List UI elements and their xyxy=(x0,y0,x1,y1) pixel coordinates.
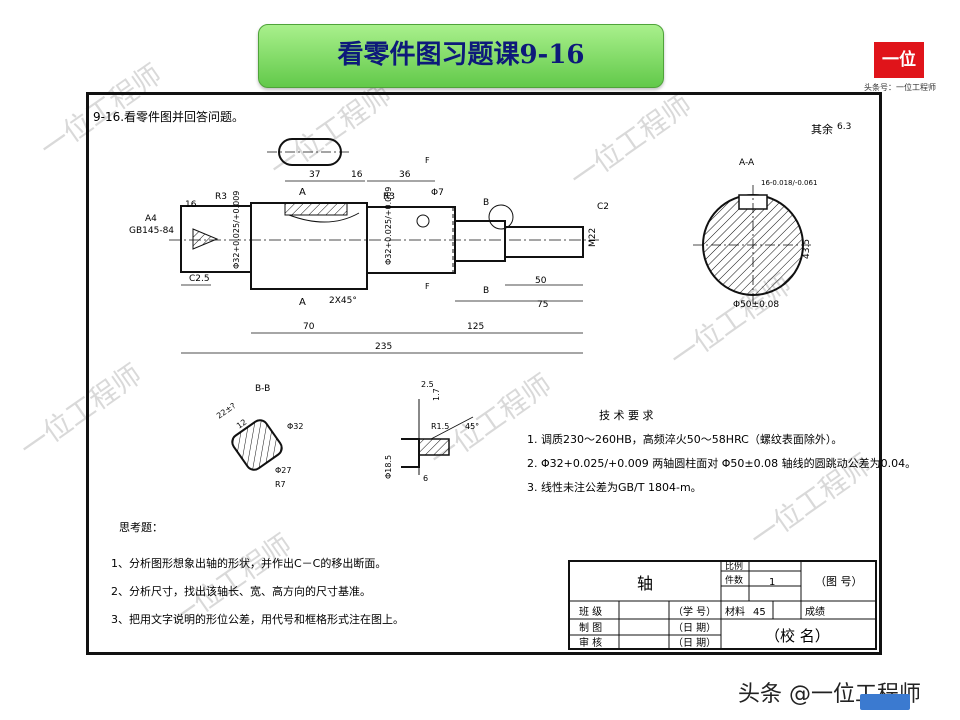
dim-label: 16 xyxy=(351,170,363,180)
shaft-main-view xyxy=(169,202,599,290)
dim-label: R3 xyxy=(215,192,227,202)
nav-button[interactable] xyxy=(860,694,910,710)
question-item: 2、分析尺寸，找出该轴长、宽、高方向的尺寸基准。 xyxy=(111,584,371,598)
section-mark: F xyxy=(425,156,430,165)
roughness-rest-label: 其余 xyxy=(811,122,833,136)
dim-label: R1.5 xyxy=(431,422,449,431)
roughness-rest-value: 6.3 xyxy=(837,122,851,132)
check-label: 审 核 xyxy=(579,636,602,649)
section-mark: B xyxy=(483,198,489,208)
section-bb-label: B-B xyxy=(255,384,270,394)
dim-label: 2.5 xyxy=(421,380,434,389)
section-mark: A xyxy=(299,187,306,198)
dim-label: 37 xyxy=(309,170,320,180)
section-mark: A xyxy=(299,297,306,308)
drawing-frame: 9-16.看零件图并回答问题。 其余 6.3 37 16 36 R3 R3 70… xyxy=(86,92,916,655)
keyway-dim: 16-0.018/-0.061 xyxy=(761,179,817,187)
tech-title: 技 术 要 求 xyxy=(599,409,654,422)
dim-label: M22 xyxy=(588,228,598,247)
class-label: 班 级 xyxy=(579,606,602,618)
page-title: 看零件图习题课9-16 xyxy=(258,24,664,88)
school-name: （校 名） xyxy=(765,627,830,645)
dim-label: 75 xyxy=(537,300,548,310)
dim-label: 6 xyxy=(423,474,428,483)
dim-label: Φ18.5 xyxy=(384,455,393,479)
dim-label: Φ7 xyxy=(431,188,444,198)
tech-item: 1. 调质230～260HB，高频淬火50～58HRC（螺纹表面除外）。 xyxy=(527,432,842,446)
dim-label: 16 xyxy=(185,200,197,210)
dim-label: A4 xyxy=(145,214,157,224)
dim-label: 1.7 xyxy=(432,388,441,401)
count-label: 件数 xyxy=(725,574,743,586)
engineering-drawing: 9-16.看零件图并回答问题。 其余 6.3 37 16 36 R3 R3 70… xyxy=(93,109,916,650)
logo: 一位 xyxy=(874,42,924,78)
depth-dim: 43.5 xyxy=(802,239,812,259)
dim-label: Φ32+0.025/+0.009 xyxy=(232,191,241,269)
dim-label: 50 xyxy=(535,276,547,286)
section-mark: F xyxy=(425,282,430,291)
dim-label: R3 xyxy=(383,192,395,202)
section-mark: B xyxy=(483,286,489,296)
question-item: 1、分析图形想象出轴的形状，并作出C－C的移出断面。 xyxy=(111,556,386,570)
section-bb xyxy=(231,419,283,471)
undercut-detail xyxy=(401,399,474,475)
material-value: 45 xyxy=(753,607,766,618)
drawn-label: 制 图 xyxy=(579,621,602,634)
title-block xyxy=(568,560,877,650)
dim-label: Φ32+0.025/+0.009 xyxy=(384,187,393,265)
dia-dim: Φ50±0.08 xyxy=(733,300,779,310)
dim-label: Φ27 xyxy=(275,466,291,475)
dim-label: 2X45° xyxy=(329,296,357,306)
material-label: 材料 xyxy=(725,605,745,618)
questions-title: 思考题： xyxy=(119,521,163,534)
dim-label: Φ32 xyxy=(287,422,303,431)
problem-statement: 9-16.看零件图并回答问题。 xyxy=(93,109,244,124)
date-field: （日 期） xyxy=(673,637,716,649)
logo-caption: 头条号：一位工程师 xyxy=(864,83,936,92)
dimension-lines xyxy=(181,180,583,354)
dim-label: 45° xyxy=(465,422,479,431)
section-aa xyxy=(693,185,813,305)
dim-label: R7 xyxy=(275,480,286,489)
tech-item: 2. Φ32+0.025/+0.009 两轴圆柱面对 Φ50±0.08 轴线的圆… xyxy=(527,456,916,470)
question-item: 3、把用文字说明的形位公差，用代号和框格形式注在图上。 xyxy=(111,612,404,626)
student-number: （学 号） xyxy=(673,605,716,618)
dim-label: 235 xyxy=(375,342,392,352)
drawing-number: （图 号） xyxy=(815,575,863,588)
count-value: 1 xyxy=(769,577,775,588)
dim-label: GB145-84 xyxy=(129,226,174,236)
dim-label: 125 xyxy=(467,322,484,332)
part-name: 轴 xyxy=(637,574,653,593)
tech-item: 3. 线性未注公差为GB/T 1804-m。 xyxy=(527,480,702,494)
dim-label: 70 xyxy=(303,322,315,332)
dim-label: C2 xyxy=(597,202,609,212)
dim-label: 22±? xyxy=(215,401,237,420)
section-aa-label: A-A xyxy=(739,158,755,168)
dim-label: C2.5 xyxy=(189,274,210,284)
grade-label: 成绩 xyxy=(805,605,825,618)
dim-label: 36 xyxy=(399,170,411,180)
scale-label: 比例 xyxy=(725,560,743,572)
date-field: （日 期） xyxy=(673,622,716,634)
